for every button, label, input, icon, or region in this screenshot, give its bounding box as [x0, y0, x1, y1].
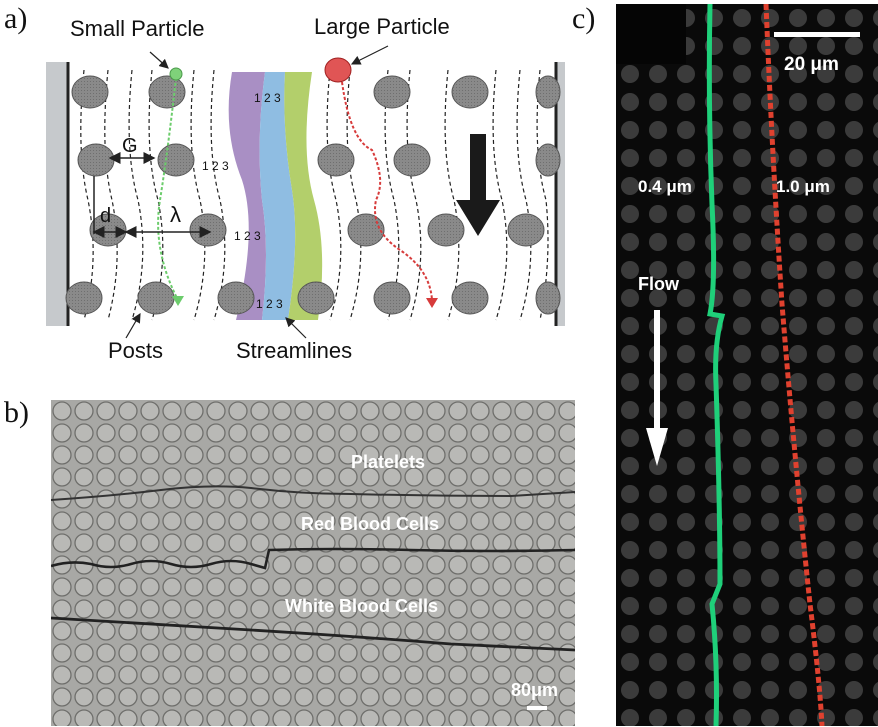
blood-separation-micrograph: Platelets Red Blood Cells White Blood Ce…: [51, 400, 575, 726]
ratio-label-1: 1 2 3: [254, 91, 281, 105]
small-size-label: 0.4 μm: [638, 177, 692, 196]
posts: [65, 75, 561, 315]
diameter-label: d: [100, 205, 111, 227]
right-wall: [556, 62, 565, 326]
streamline-band-green: [284, 72, 323, 320]
wbc-label: White Blood Cells: [285, 596, 438, 616]
streamlines-label: Streamlines: [236, 338, 352, 363]
posts-label: Posts: [108, 338, 163, 363]
fluorescence-image: 20 μm 0.4 μm 1.0 μm Flow: [616, 4, 878, 726]
flow-label: Flow: [638, 274, 680, 294]
panel-b-label: b): [4, 396, 29, 429]
scale-bar-c-label: 20 μm: [784, 54, 839, 75]
gap-label: G: [122, 135, 138, 157]
small-particle-label: Small Particle: [70, 16, 204, 41]
large-particle-track: [763, 4, 825, 726]
flow-arrow: [456, 134, 500, 236]
large-size-label: 1.0 μm: [776, 177, 830, 196]
ratio-label-3: 1 2 3: [234, 229, 261, 243]
rbc-label: Red Blood Cells: [301, 514, 439, 534]
flow-arrow-shaft: [654, 310, 660, 432]
large-particle-label: Large Particle: [314, 14, 450, 39]
separation-line-2: [51, 547, 575, 570]
period-label: λ: [170, 202, 181, 227]
small-particle-path: [157, 77, 179, 301]
platelets-label: Platelets: [351, 452, 425, 472]
scale-bar-c: [774, 32, 860, 37]
scale-bar-b: [527, 706, 547, 710]
separation-line-3: [51, 616, 575, 652]
scale-bar-b-label: 80μm: [511, 680, 558, 700]
flow-arrow-head: [646, 428, 668, 466]
streamline-band-blue: [259, 72, 296, 320]
dld-schematic: Small Particle Large Particle G d λ 1 2 …: [46, 14, 565, 363]
large-particle: [324, 57, 352, 83]
small-particle-track: [706, 4, 726, 726]
large-particle-path: [341, 81, 433, 301]
panel-c-label: c): [572, 2, 596, 35]
streamlines: [80, 69, 549, 321]
left-wall: [46, 62, 68, 326]
separation-line-1: [51, 485, 575, 501]
ratio-label-4: 1 2 3: [256, 297, 283, 311]
streamline-band-purple: [228, 72, 266, 320]
panel-a-label: a): [4, 2, 28, 35]
small-particle: [169, 67, 183, 81]
ratio-label-2: 1 2 3: [202, 159, 229, 173]
